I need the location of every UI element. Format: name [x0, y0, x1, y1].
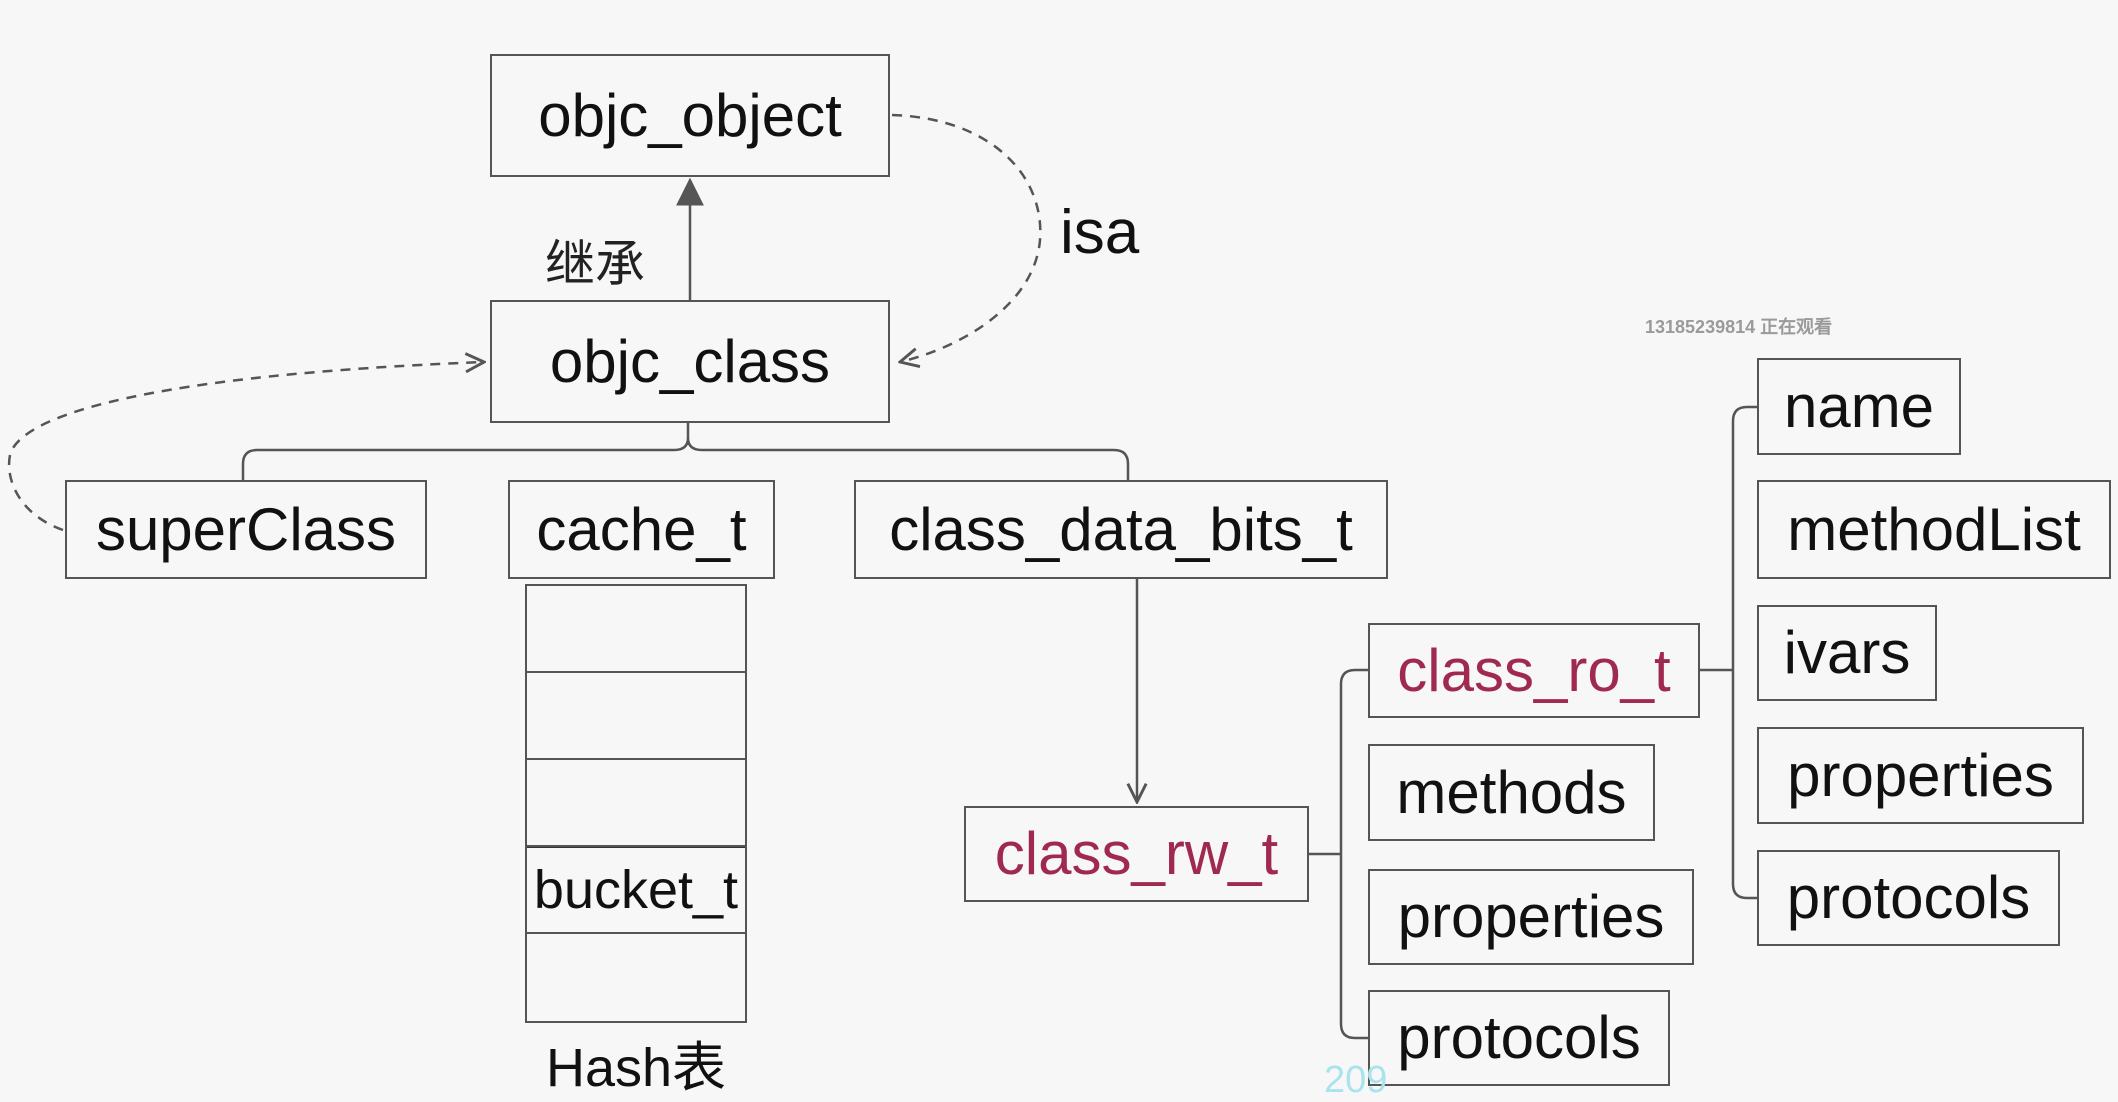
ro-name-node: name: [1757, 358, 1961, 455]
rw-methods-node: methods: [1368, 744, 1655, 841]
hash-slot: [527, 586, 745, 673]
ro-fields-bracket: [1700, 405, 1757, 900]
class-data-bits-t-node: class_data_bits_t: [854, 480, 1388, 579]
hash-slot: [527, 934, 745, 1021]
rw-properties-node: properties: [1368, 869, 1694, 965]
cache-t-node: cache_t: [508, 480, 775, 579]
hash-table: bucket_t: [525, 584, 747, 1023]
rw-protocols-node: protocols: [1368, 990, 1670, 1086]
rw-fields-bracket: [1309, 668, 1368, 1040]
hash-slot: [527, 673, 745, 760]
hash-table-caption: Hash表: [545, 1038, 727, 1098]
ro-properties-node: properties: [1757, 727, 2084, 824]
ro-ivars-node: ivars: [1757, 605, 1937, 701]
danmaku-text: 209: [1324, 1059, 1388, 1101]
class-ro-t-node: class_ro_t: [1368, 623, 1700, 718]
objc-object-node: objc_object: [490, 54, 890, 177]
objc-class-node: objc_class: [490, 300, 890, 423]
viewer-watermark: 13185239814 正在观看: [1645, 317, 1833, 337]
inheritance-label: 继承: [545, 236, 645, 292]
bucket-t-slot: bucket_t: [527, 847, 745, 934]
class-rw-t-node: class_rw_t: [964, 806, 1309, 902]
ro-protocols-node: protocols: [1757, 850, 2060, 946]
isa-label: isa: [1060, 198, 1140, 267]
superclass-node: superClass: [65, 480, 427, 579]
isa-dashed-arrow: [891, 113, 1042, 362]
superclass-dashed-arrow: [7, 362, 484, 532]
hash-slot: [527, 760, 745, 847]
ro-method-list-node: methodList: [1757, 480, 2111, 579]
class-members-bracket: [241, 423, 1130, 482]
